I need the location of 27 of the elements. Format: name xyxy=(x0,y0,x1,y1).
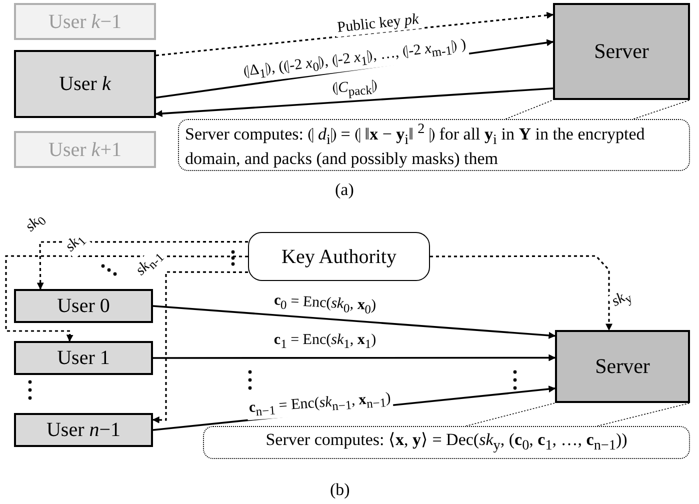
leader-line xyxy=(466,402,556,426)
server-box: Server xyxy=(553,3,690,100)
figure-caption: (a) xyxy=(335,180,354,200)
arrow xyxy=(430,255,612,331)
arrow xyxy=(152,271,248,424)
figure-caption: (b) xyxy=(330,480,350,500)
user-box: User k−1 xyxy=(14,3,156,40)
edge-label: c$_{n−1}$ = Enc(sk$_{n−1}$, x$_{n−1}$) xyxy=(246,390,394,420)
leader-line xyxy=(505,100,554,120)
server-box: Server xyxy=(555,330,690,403)
arrow xyxy=(152,305,556,339)
user-box: User n−1 xyxy=(14,413,153,447)
arrow xyxy=(5,255,248,342)
callout-box: Server computes: ⟨x, y⟩ = Dec(sk$_{y}$, (c$_{0}$, c$_{1}$, …, c$_{n−1}$)) xyxy=(203,426,690,459)
authority-box: Key Authority xyxy=(248,232,430,281)
callout-box: Server computes: ⦇ d$_{i}$⦈ = ⦇ ‖x − y$_{i}$‖ $^{2}$ ⦈ for all y$_{i}$ in Y in the encrypted domain, and packs (and possibly masks) them xyxy=(178,119,690,171)
edge-label: Public key pk xyxy=(334,11,422,37)
arrow xyxy=(153,354,556,362)
arrow xyxy=(156,12,554,56)
user-box: User 1 xyxy=(14,341,153,375)
leader-line xyxy=(597,402,690,426)
user-box: User 0 xyxy=(14,289,153,323)
user-box: User k xyxy=(14,50,156,118)
arrow xyxy=(36,241,248,290)
user-box: User k+1 xyxy=(14,131,156,168)
arrow xyxy=(155,87,554,117)
leader-line xyxy=(633,100,690,120)
